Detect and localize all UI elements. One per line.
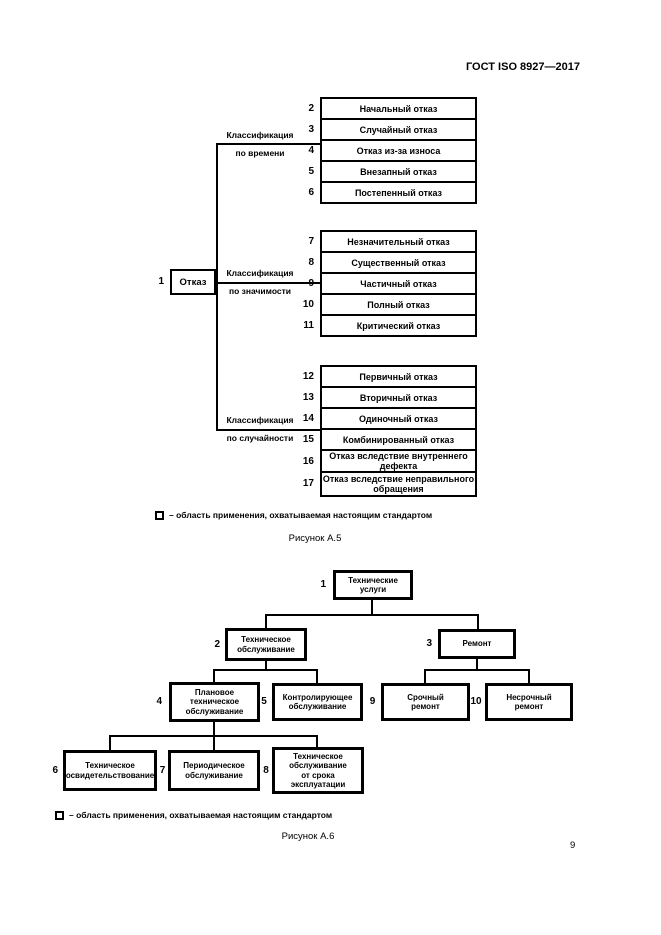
fig-a5-group-time: Начальный отказ Случайный отказ Отказ из… [320, 97, 477, 204]
fig-a6-connector [371, 599, 373, 616]
node-number: 10 [470, 696, 482, 707]
failure-type-box: Первичный отказ [322, 367, 475, 388]
fig-a6-node-non-urgent-repair: Несрочный ремонт [485, 683, 573, 721]
fig-a6-caption: Рисунок А.6 [281, 831, 335, 842]
item-number: 11 [303, 320, 314, 331]
failure-type-box: Отказ вследствие неправильного обращения [322, 474, 475, 494]
fig-a6-connector [476, 657, 478, 671]
fig-a6-legend-text: – область применения, охватываемая насто… [69, 810, 333, 820]
fig-a6-connector [109, 735, 111, 750]
fig-a5-legend: – область применения, охватываемая насто… [155, 510, 432, 520]
item-number: 5 [308, 166, 314, 177]
failure-type-box: Критический отказ [356, 320, 441, 331]
fig-a5-branch-line-significance [214, 282, 320, 284]
fig-a5-caption: Рисунок А.5 [288, 533, 342, 544]
failure-type-box: Частичный отказ [322, 274, 475, 295]
item-number: 15 [302, 434, 314, 445]
fig-a6-connector [213, 669, 215, 682]
item-number: 7 [308, 236, 314, 247]
fig-a6-node-planned-maintenance: Плановое техническое обслуживание [169, 682, 260, 722]
node-number: 2 [214, 639, 220, 650]
fig-a6-node-monitoring-maintenance: Контролирующее обслуживание [272, 683, 363, 721]
failure-type-box: Комбинированный отказ [322, 430, 475, 451]
node-number: 5 [261, 696, 267, 707]
fig-a6-legend: – область применения, охватываемая насто… [55, 810, 332, 820]
fig-a6-node-technical-services: Технические услуги [333, 570, 413, 600]
fig-a5-branch-label-time-1: Классификация [226, 130, 294, 140]
fig-a6-connector [528, 669, 530, 683]
failure-type-box: Одиночный отказ [322, 409, 475, 430]
node-number: 6 [52, 765, 58, 776]
fig-a6-connector [477, 614, 479, 629]
fig-a6-connector [424, 669, 530, 671]
item-number: 3 [308, 124, 314, 135]
node-number: 3 [426, 638, 432, 649]
failure-type-box: Отказ вследствие внутреннего дефекта [322, 451, 475, 473]
page-number: 9 [570, 840, 576, 851]
fig-a6-node-service-life-maintenance: Техническое обслуживание от срока эксплу… [272, 747, 364, 794]
fig-a6-connector [316, 735, 318, 747]
fig-a6-connector [109, 735, 318, 737]
node-number: 9 [369, 696, 376, 707]
item-number: 2 [308, 103, 314, 114]
fig-a6-connector [265, 614, 267, 628]
fig-a5-branch-label-significance-2: по значимости [228, 286, 292, 296]
fig-a5-legend-text: – область применения, охватываемая насто… [169, 510, 433, 520]
fig-a5-group-significance: Незначительный отказ Существенный отказ … [320, 230, 477, 337]
item-number: 10 [302, 299, 314, 310]
item-number: 16 [302, 456, 314, 467]
legend-square-icon [155, 510, 164, 520]
failure-type-box: Начальный отказ [322, 99, 475, 120]
node-number: 8 [263, 765, 269, 776]
item-number: 8 [308, 257, 314, 268]
failure-type-box: Отказ из-за износа [322, 141, 475, 162]
document-header-title: ГОСТ ISO 8927—2017 [465, 61, 580, 73]
failure-type-box: Случайный отказ [322, 120, 475, 141]
failure-type-box: Существенный отказ [322, 253, 475, 274]
node-number: 7 [159, 765, 166, 776]
fig-a5-branch-label-randomness-2: по случайности [226, 433, 294, 443]
fig-a6-node-urgent-repair: Срочный ремонт [381, 683, 470, 721]
fig-a6-connector [265, 659, 267, 671]
failure-type-box: Полный отказ [322, 295, 475, 316]
fig-a5-root-number: 1 [158, 276, 164, 287]
fig-a5-branch-label-randomness-1: Классификация [226, 415, 294, 425]
fig-a6-connector [265, 614, 479, 616]
legend-square-icon [55, 810, 64, 820]
failure-type-box: Внезапный отказ [322, 162, 475, 183]
item-number: 14 [302, 413, 314, 424]
fig-a6-node-repair: Ремонт [438, 629, 516, 659]
item-number: 6 [308, 187, 314, 198]
fig-a6-node-technical-inspection: Техническое освидетельствование [63, 750, 157, 791]
item-number: 9 [308, 278, 314, 289]
failure-type-box: Незначительный отказ [322, 232, 475, 253]
fig-a5-trunk-line [216, 143, 218, 431]
fig-a5-branch-line-time [216, 143, 320, 145]
item-number: 4 [308, 145, 314, 156]
node-number: 1 [320, 579, 326, 590]
fig-a6-connector [424, 669, 426, 683]
fig-a6-node-maintenance: Техническое обслуживание [225, 628, 307, 661]
fig-a5-group-randomness: Первичный отказ Вторичный отказ Одиночны… [320, 365, 477, 497]
item-number: 17 [302, 478, 314, 489]
fig-a5-branch-label-significance-1: Классификация [226, 268, 294, 278]
fig-a5-root-box: Отказ [170, 269, 216, 295]
failure-type-box: Постепенный отказ [354, 187, 443, 198]
item-number: 12 [302, 371, 314, 382]
node-number: 4 [156, 696, 162, 707]
fig-a5-branch-label-time-2: по времени [235, 148, 285, 158]
fig-a6-connector [213, 669, 318, 671]
failure-type-box: Вторичный отказ [322, 388, 475, 409]
item-number: 13 [302, 392, 314, 403]
fig-a6-connector [316, 669, 318, 683]
fig-a6-node-periodic-maintenance: Периодическое обслуживание [168, 750, 260, 791]
fig-a5-branch-line-randomness [216, 429, 320, 431]
